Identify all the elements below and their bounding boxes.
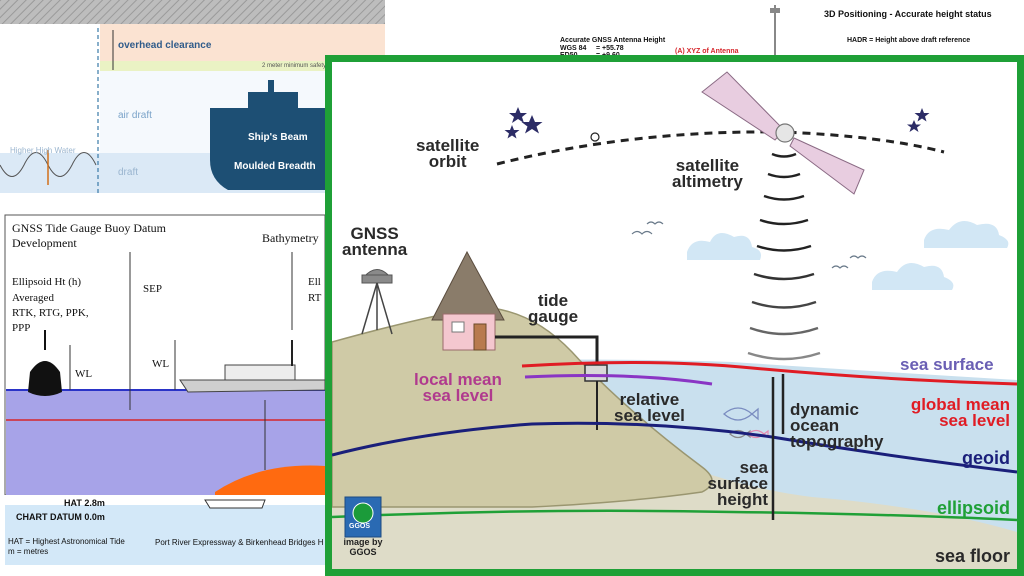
height-status-figure (770, 5, 780, 55)
sep-label: SEP (143, 283, 162, 295)
antenna-height-heading: Accurate GNSS Antenna Height (560, 37, 666, 44)
wl-ship-label: WL (152, 358, 170, 370)
bird-3 (831, 265, 849, 269)
ellipsoid-cut-label-1: Ell (308, 276, 321, 288)
star-2 (521, 115, 543, 134)
bird-4 (849, 255, 867, 259)
wl-buoy-label: WL (75, 368, 93, 380)
ellipsoid-height-label-4: PPP (12, 322, 31, 334)
fish-1 (723, 407, 759, 421)
ellipsoid-label: ellipsoid (936, 498, 1010, 518)
geoid-label: geoid (962, 448, 1010, 468)
bird-1 (631, 230, 653, 235)
tide-footer-band (5, 505, 325, 565)
tide-gauge-figure (0, 214, 326, 576)
ggos-logo-text: GGOS (349, 523, 371, 530)
ggos-globe-icon (352, 502, 374, 524)
gnss-antenna (361, 269, 393, 335)
draft-label: draft (118, 167, 139, 178)
ship-cabin (224, 364, 296, 381)
cloud-right (924, 221, 1009, 248)
seabed-mound (215, 465, 325, 495)
small-boat (204, 499, 266, 509)
antenna-head (770, 8, 780, 13)
xyz-antenna-label: (A) XYZ of Antenna (675, 48, 739, 55)
altimetry-satellite-body (775, 123, 795, 143)
bathymetry-label: Bathymetry (262, 231, 319, 245)
hat-value-label: HAT 2.8m (64, 498, 105, 508)
tide-gauge-house (431, 250, 505, 351)
ship-mast (268, 80, 274, 92)
sea-surface-label: sea surface (900, 355, 994, 374)
location-label: Port River Expressway & Birkenhead Bridg… (155, 538, 324, 547)
hat-note: HAT = Highest Astronomical Tide (8, 537, 125, 546)
ellipsoid-cut-label-2: RT (308, 292, 322, 304)
solar-panel-upper (701, 71, 785, 141)
tide-figure-title-1: GNSS Tide Gauge Buoy Datum (12, 221, 167, 235)
sea-floor-label: sea floor (934, 546, 1010, 566)
higher-high-water-label: Higher High Water (10, 146, 76, 155)
solar-panel-lower (789, 137, 865, 195)
bird-2 (646, 221, 664, 225)
tide-gauge-box (584, 364, 608, 382)
divider (0, 195, 325, 207)
height-status-title: 3D Positioning - Accurate height status (824, 9, 992, 19)
star-1 (509, 107, 527, 123)
chart-datum-label: CHART DATUM 0.0m (16, 512, 105, 522)
global-mean-sea-level-line (521, 360, 1017, 386)
clearance-band (100, 24, 385, 61)
geoid-line (332, 421, 1017, 474)
ellipsoid-height-label-1: Ellipsoid Ht (h) (12, 276, 82, 288)
cloud-middle (872, 263, 954, 290)
radar-pulses (747, 152, 821, 361)
safety-clearance-label: 2 meter minimum safety clearance (262, 63, 354, 69)
ellipsoid-line (332, 509, 1017, 522)
ship-hull (210, 108, 325, 190)
overhead-clearance-label: overhead clearance (118, 40, 212, 51)
ship-bridge (248, 92, 298, 108)
star-4 (914, 108, 930, 122)
cloud-left (687, 233, 761, 260)
star-3 (504, 125, 520, 139)
wgs84-label: WGS 84 (560, 45, 587, 52)
star-5 (907, 120, 921, 132)
ellipsoid-height-label-3: RTK, RTG, PPK, (12, 307, 89, 319)
ellipsoid-height-label-2: Averaged (12, 292, 54, 304)
survey-ship (179, 379, 326, 393)
bridge-hatch (0, 0, 385, 24)
air-draft-label: air draft (118, 110, 152, 121)
ships-beam-label: Ship's Beam (248, 132, 308, 143)
hadr-note: HADR = Height above draft reference (847, 37, 971, 44)
buoy (28, 361, 62, 396)
orbit-satellite-marker (590, 132, 600, 142)
safety-band (100, 61, 385, 71)
wgs84-value: = +55.78 (596, 45, 624, 52)
moulded-breadth-label: Moulded Breadth (234, 161, 316, 172)
local-mean-sea-level-line (524, 374, 713, 386)
ocean-geodesy-diagram (332, 71, 1017, 569)
tide-figure-title-2: Development (12, 236, 77, 250)
metres-note: m = metres (8, 547, 49, 556)
tide-gauge-pipe (495, 335, 599, 370)
